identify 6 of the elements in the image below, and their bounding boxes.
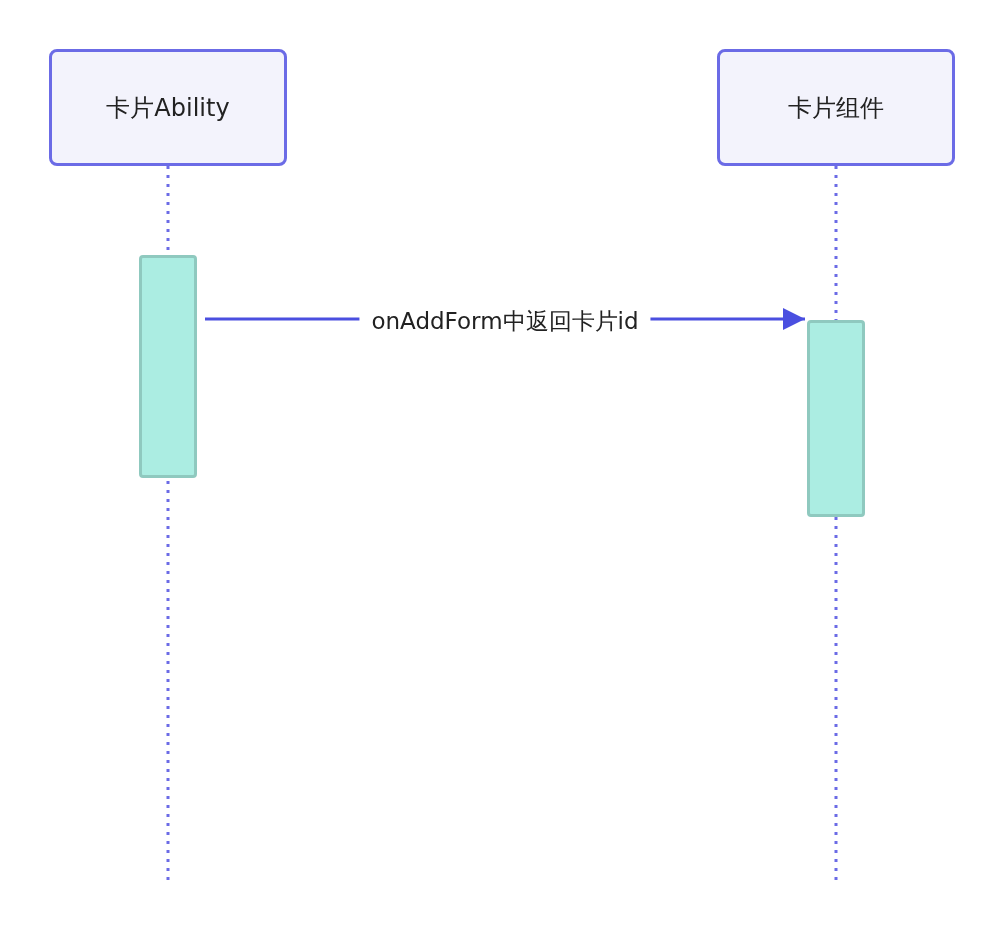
participant-box — [717, 49, 955, 166]
activation-bar — [139, 255, 197, 478]
participant-label: 卡片组件 — [788, 92, 884, 124]
participant-box — [49, 49, 287, 166]
participant-label: 卡片Ability — [106, 92, 230, 124]
activation-bar — [807, 320, 865, 517]
